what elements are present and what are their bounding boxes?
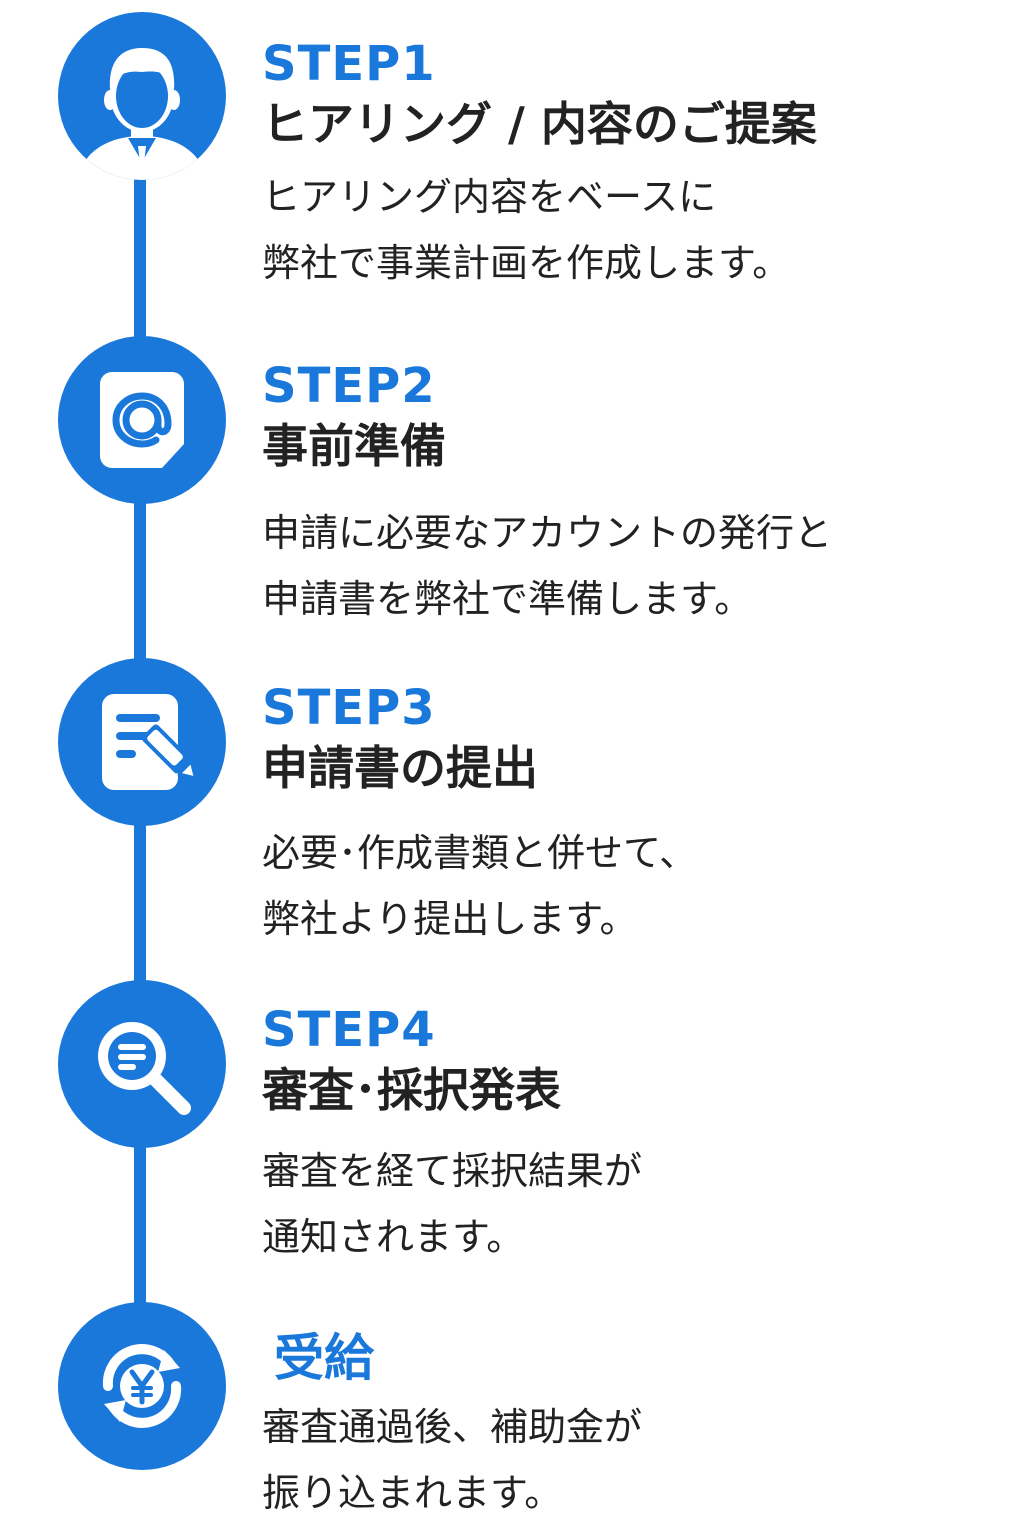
email-at-icon <box>100 372 184 468</box>
step3-text: STEP3 申請書の提出 必要･作成書類と併せて、 弊社より提出します。 <box>262 680 1002 952</box>
step3-description: 必要･作成書類と併せて、 弊社より提出します。 <box>262 820 1002 952</box>
step3-title: 申請書の提出 <box>262 741 538 795</box>
document-edit-icon <box>102 694 198 790</box>
step4-title: 審査･採択発表 <box>262 1063 561 1117</box>
step4-label: STEP4 <box>262 1002 436 1058</box>
person-icon <box>78 48 206 180</box>
step3-label: STEP3 <box>262 680 436 736</box>
step2-description: 申請に必要なアカウントの発行と 申請書を弊社で準備します。 <box>262 500 1002 632</box>
step1-description-line2: 弊社で事業計画を作成します。 <box>262 241 791 285</box>
step4-text: STEP4 審査･採択発表 審査を経て採択結果が 通知されます。 <box>262 1002 1002 1270</box>
step5-description-line1: 審査通過後、補助金が <box>262 1405 643 1449</box>
step5-text: 受給 審査通過後、補助金が 振り込まれます。 <box>262 1326 1002 1526</box>
step3-circle <box>58 658 226 826</box>
step2-description-line1: 申請に必要なアカウントの発行と <box>262 511 833 555</box>
step5-description-line2: 振り込まれます。 <box>262 1471 563 1515</box>
step4-description-line2: 通知されます。 <box>262 1215 525 1259</box>
step1-description-line1: ヒアリング内容をベースに <box>262 175 717 219</box>
step4-circle <box>58 980 226 1148</box>
yen-refresh-icon <box>102 1344 182 1428</box>
step5-description: 審査通過後、補助金が 振り込まれます。 <box>262 1394 1002 1526</box>
step2-label: STEP2 <box>262 358 436 414</box>
step2-circle <box>58 336 226 504</box>
step1-text: STEP1 ヒアリング / 内容のご提案 ヒアリング内容をベースに 弊社で事業計… <box>262 36 1002 296</box>
step1-label: STEP1 <box>262 36 436 92</box>
search-magnifier-icon <box>98 1022 191 1115</box>
step1-circle <box>58 12 226 180</box>
step4-description-line1: 審査を経て採択結果が <box>262 1149 643 1193</box>
step1-title: ヒアリング / 内容のご提案 <box>262 97 817 151</box>
step5-circle <box>58 1302 226 1470</box>
step5-title: 受給 <box>274 1329 374 1387</box>
step1-description: ヒアリング内容をベースに 弊社で事業計画を作成します。 <box>262 164 1002 296</box>
step2-description-line2: 申請書を弊社で準備します。 <box>262 577 753 621</box>
step2-text: STEP2 事前準備 申請に必要なアカウントの発行と 申請書を弊社で準備します。 <box>262 358 1002 632</box>
step4-description: 審査を経て採択結果が 通知されます。 <box>262 1138 1002 1270</box>
step3-description-line2: 弊社より提出します。 <box>262 897 638 941</box>
step3-description-line1: 必要･作成書類と併せて、 <box>262 831 698 875</box>
step2-title: 事前準備 <box>262 419 446 473</box>
